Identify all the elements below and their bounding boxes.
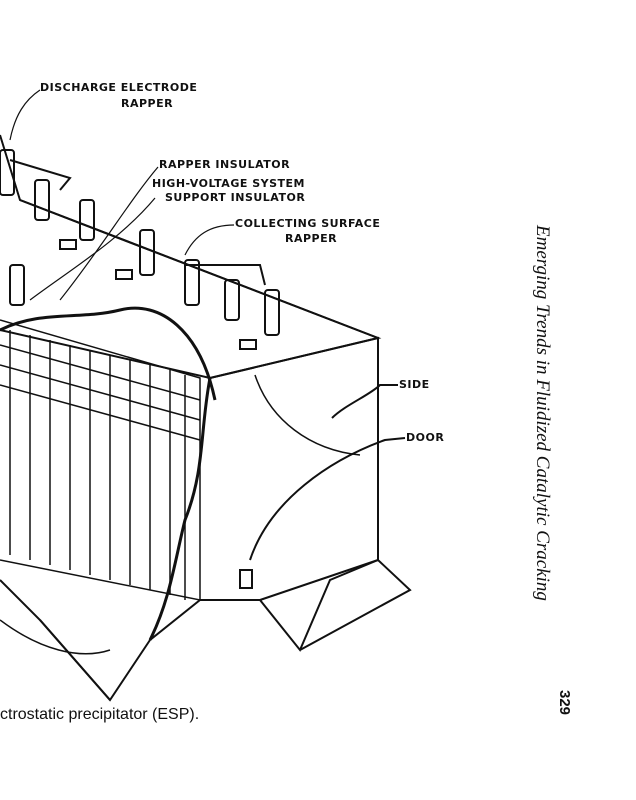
hv-wire [0, 306, 217, 401]
insulators [0, 149, 280, 350]
hopper [0, 558, 412, 702]
leader-discharge [9, 89, 41, 141]
box-right-face [209, 336, 379, 601]
box-top-face [0, 134, 382, 380]
leader-hv [29, 197, 156, 301]
label-collecting-surface-2: RAPPER [285, 232, 338, 245]
figure-caption: ctrostatic precipitator (ESP). [0, 706, 200, 723]
label-collecting-surface-1: COLLECTING SURFACE [235, 217, 381, 230]
label-door: DOOR [406, 431, 445, 444]
page-number: 329 [556, 690, 573, 716]
label-hv-support-1: HIGH-VOLTAGE SYSTEM [152, 177, 305, 190]
collecting-plates [0, 319, 201, 601]
label-rapper-insulator: RAPPER INSULATOR [159, 158, 291, 171]
side-arrow [331, 384, 398, 419]
door-arrow [249, 437, 406, 561]
label-discharge-electrode-rapper-1: DISCHARGE ELECTRODE [40, 81, 198, 94]
door-handle [239, 569, 253, 589]
label-side: SIDE [399, 378, 430, 391]
leader-rapper-insulator [59, 166, 159, 301]
leader-collecting [184, 224, 235, 256]
label-discharge-electrode-rapper-2: RAPPER [121, 97, 174, 110]
label-hv-support-2: SUPPORT INSULATOR [165, 191, 306, 204]
running-header: Emerging Trends in Fluidized Catalytic C… [532, 225, 553, 601]
